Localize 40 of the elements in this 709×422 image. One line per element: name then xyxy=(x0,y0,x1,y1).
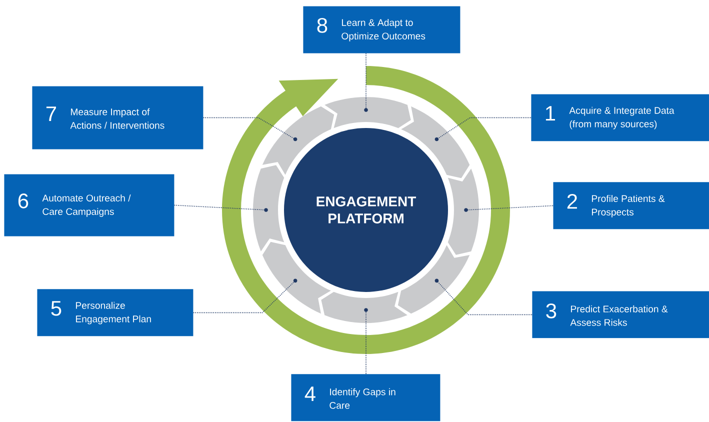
platform-label: ENGAGEMENT PLATFORM xyxy=(316,196,416,224)
platform-circle xyxy=(284,128,448,292)
leader-line xyxy=(203,117,296,140)
step-label: Identify Gaps in Care xyxy=(330,388,396,409)
leader-line xyxy=(436,280,532,316)
step-number: 8 xyxy=(317,18,328,33)
ring-segment xyxy=(253,165,284,252)
step-label: Acquire & Integrate Data (from many sources) xyxy=(569,106,674,130)
ring-segment xyxy=(448,168,479,255)
step-box xyxy=(531,94,709,142)
step-box xyxy=(37,289,194,336)
step-number: 1 xyxy=(546,106,555,121)
step-label: Learn & Adapt to Optimize Outcomes xyxy=(342,18,426,42)
step-number: 4 xyxy=(304,386,316,402)
step-box xyxy=(553,182,709,230)
step-label: Measure Impact of Actions / Interventions xyxy=(70,108,164,129)
step-box xyxy=(532,291,709,338)
step-number: 5 xyxy=(51,301,62,316)
step-number: 2 xyxy=(567,194,577,209)
step-box xyxy=(291,374,440,422)
step-label: Automate Outreach / Care Campaigns xyxy=(42,194,131,217)
step-box xyxy=(4,174,174,236)
leader-line xyxy=(193,280,296,314)
step-number: 7 xyxy=(46,106,56,122)
leader-line xyxy=(466,205,554,210)
step-box xyxy=(32,86,204,150)
step-number: 6 xyxy=(18,194,28,208)
step-number: 3 xyxy=(546,303,556,318)
ring-segment xyxy=(401,106,470,178)
ring-segment xyxy=(324,97,411,128)
leader-line xyxy=(436,117,532,140)
ring-segment xyxy=(262,242,331,314)
leader-line xyxy=(174,204,266,210)
step-label: Profile Patients & Prospects xyxy=(592,194,665,218)
step-box xyxy=(303,6,460,54)
step-label: Predict Exacerbation & Assess Risks xyxy=(570,305,668,326)
ring-segment xyxy=(321,292,408,323)
step-label: Personalize Engagement Plan xyxy=(76,302,151,324)
ring-segment xyxy=(262,106,334,175)
ring-segment xyxy=(398,245,470,314)
